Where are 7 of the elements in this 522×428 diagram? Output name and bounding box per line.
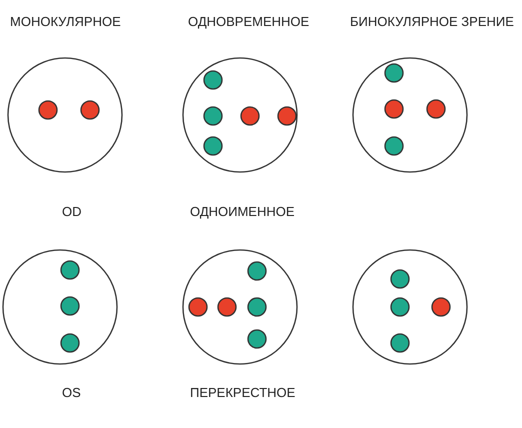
caption-text: БИНОКУЛЯРНОЕ ЗРЕНИЕ (350, 14, 514, 30)
caption-text: ОДНОИМЕННОЕ (190, 204, 295, 220)
caption-text: OD (62, 204, 82, 220)
caption-text: OS (62, 385, 81, 401)
caption-text: ПЕРЕКРЕСТНОЕ (190, 385, 296, 401)
caption-text: ОДНОВРЕМЕННОЕ (188, 14, 310, 30)
caption-text: МОНОКУЛЯРНОЕ (10, 14, 121, 30)
